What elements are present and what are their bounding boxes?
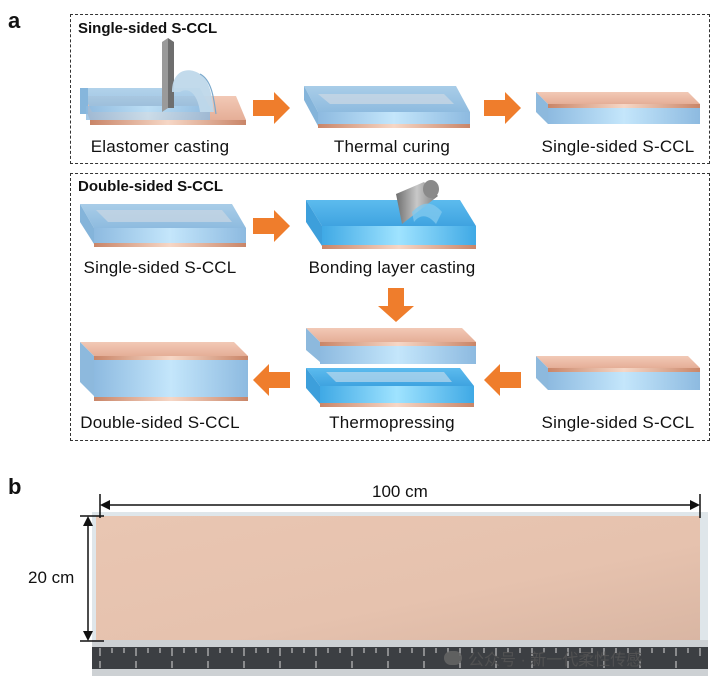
dimension-lines: [80, 494, 701, 642]
single-sided-title: Single-sided S-CCL: [78, 20, 218, 37]
single-sided-input-illustration: [80, 204, 246, 247]
panel-b-letter: b: [8, 474, 22, 499]
caption-thermal-curing: Thermal curing: [333, 137, 451, 156]
thermopressing-illustration: [306, 328, 476, 407]
height-label: 20 cm: [28, 568, 75, 587]
ruler-ticks: [99, 648, 701, 656]
caption-elastomer-casting: Elastomer casting: [90, 137, 230, 156]
arrow-down: [378, 288, 414, 322]
caption-double-result: Double-sided S-CCL: [80, 413, 240, 432]
double-sided-box: [70, 173, 710, 441]
caption-thermopressing: Thermopressing: [329, 413, 455, 432]
bonding-layer-casting-illustration: [306, 180, 476, 249]
arrow-2: [484, 92, 521, 124]
thermal-curing-illustration: [304, 86, 470, 128]
single-sided-input-right-illustration: [536, 356, 700, 390]
arrow-3: [253, 210, 290, 242]
double-sided-title: Double-sided S-CCL: [78, 178, 223, 195]
elastomer-casting-illustration: [80, 38, 246, 125]
watermark: 公众号 · 新一代柔性传感: [444, 646, 642, 670]
s-ccl-photo: [92, 512, 708, 676]
width-label: 100 cm: [372, 482, 428, 501]
arrow-1: [253, 92, 290, 124]
process-arrows: [253, 92, 521, 396]
double-sided-result-illustration: [80, 342, 248, 401]
caption-single-result: Single-sided S-CCL: [541, 137, 695, 156]
watermark-text: 公众号 · 新一代柔性传感: [468, 652, 643, 669]
single-sided-result-illustration: [536, 92, 700, 124]
wechat-icon: [444, 651, 462, 665]
caption-single-input: Single-sided S-CCL: [83, 258, 237, 277]
single-sided-box: [70, 14, 710, 164]
caption-bonding-layer-casting: Bonding layer casting: [308, 258, 476, 277]
panel-a-letter: a: [8, 8, 21, 33]
caption-single-input-2: Single-sided S-CCL: [541, 413, 695, 432]
arrow-left-2: [253, 364, 290, 396]
arrow-left-1: [484, 364, 521, 396]
